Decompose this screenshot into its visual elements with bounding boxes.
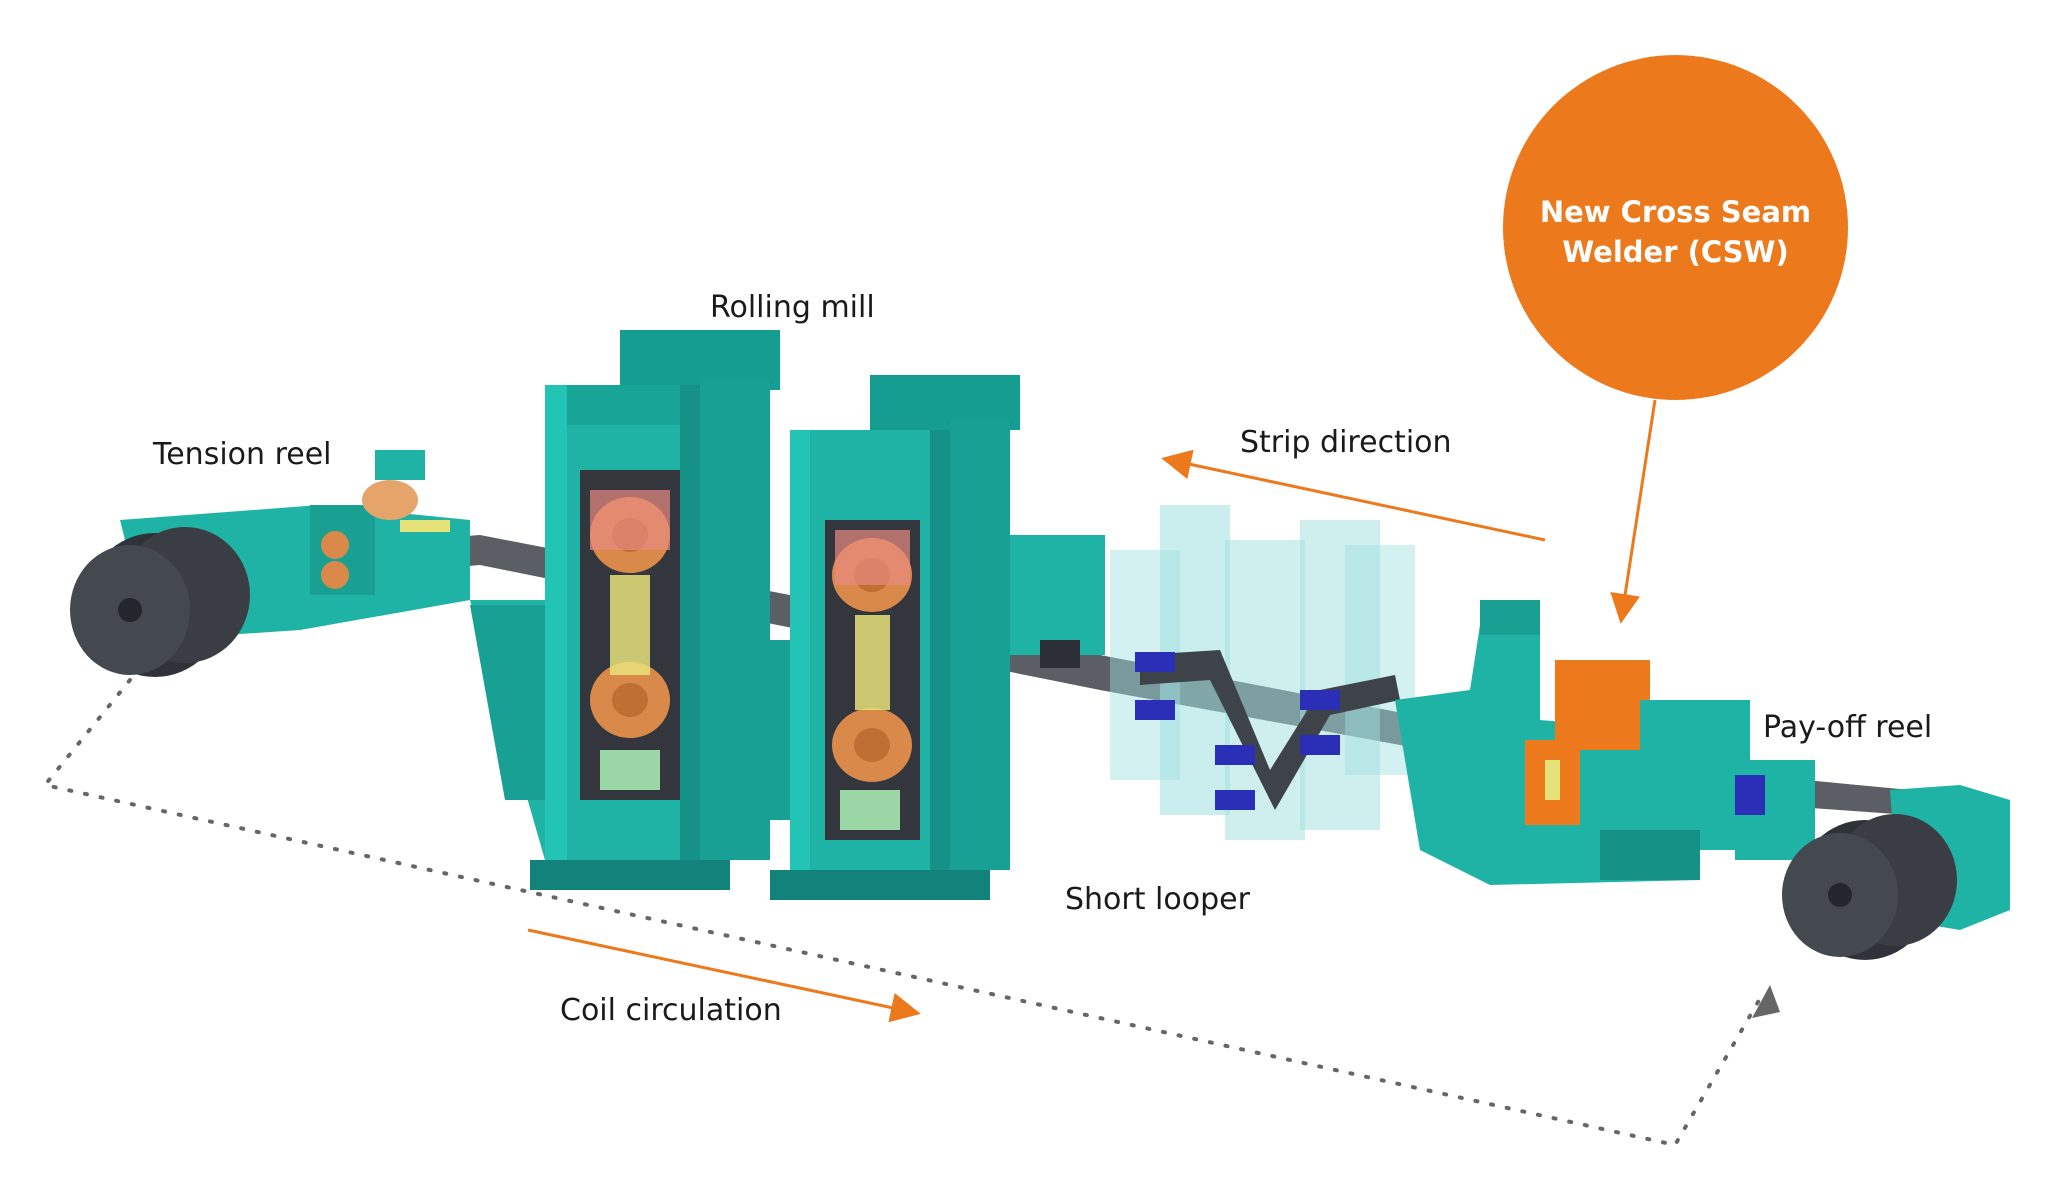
strip-direction-arrow-icon	[1161, 449, 1546, 542]
strip-direction-label: Strip direction	[1240, 425, 1452, 460]
tension-reel-coil-icon	[70, 527, 250, 677]
tension-reel-label: Tension reel	[153, 437, 332, 472]
coil-circulation-arrow-icon	[527, 928, 921, 1023]
rolling-mill-stand-icon	[470, 330, 780, 890]
short-looper-icon	[1110, 505, 1415, 840]
csw-callout-line1: New Cross Seam	[1539, 195, 1812, 229]
csw-callout-line2: Welder (CSW)	[1562, 235, 1789, 269]
coil-circulation-path	[41, 678, 1767, 1148]
cross-seam-welder-icon	[1395, 600, 1750, 885]
csw-pointer-arrow-icon	[1610, 399, 1657, 624]
pay-off-reel-coil-icon	[1782, 814, 1957, 960]
coil-circulation-label: Coil circulation	[560, 993, 782, 1028]
rolling-mill-stand-2-icon	[760, 375, 1105, 900]
short-looper-label: Short looper	[1065, 882, 1250, 917]
rolling-mill-label: Rolling mill	[710, 290, 875, 325]
csw-callout: New Cross Seam Welder (CSW)	[1503, 55, 1848, 400]
coil-circulation-arrowhead-icon	[1752, 985, 1780, 1018]
pay-off-reel-label: Pay-off reel	[1763, 710, 1933, 745]
